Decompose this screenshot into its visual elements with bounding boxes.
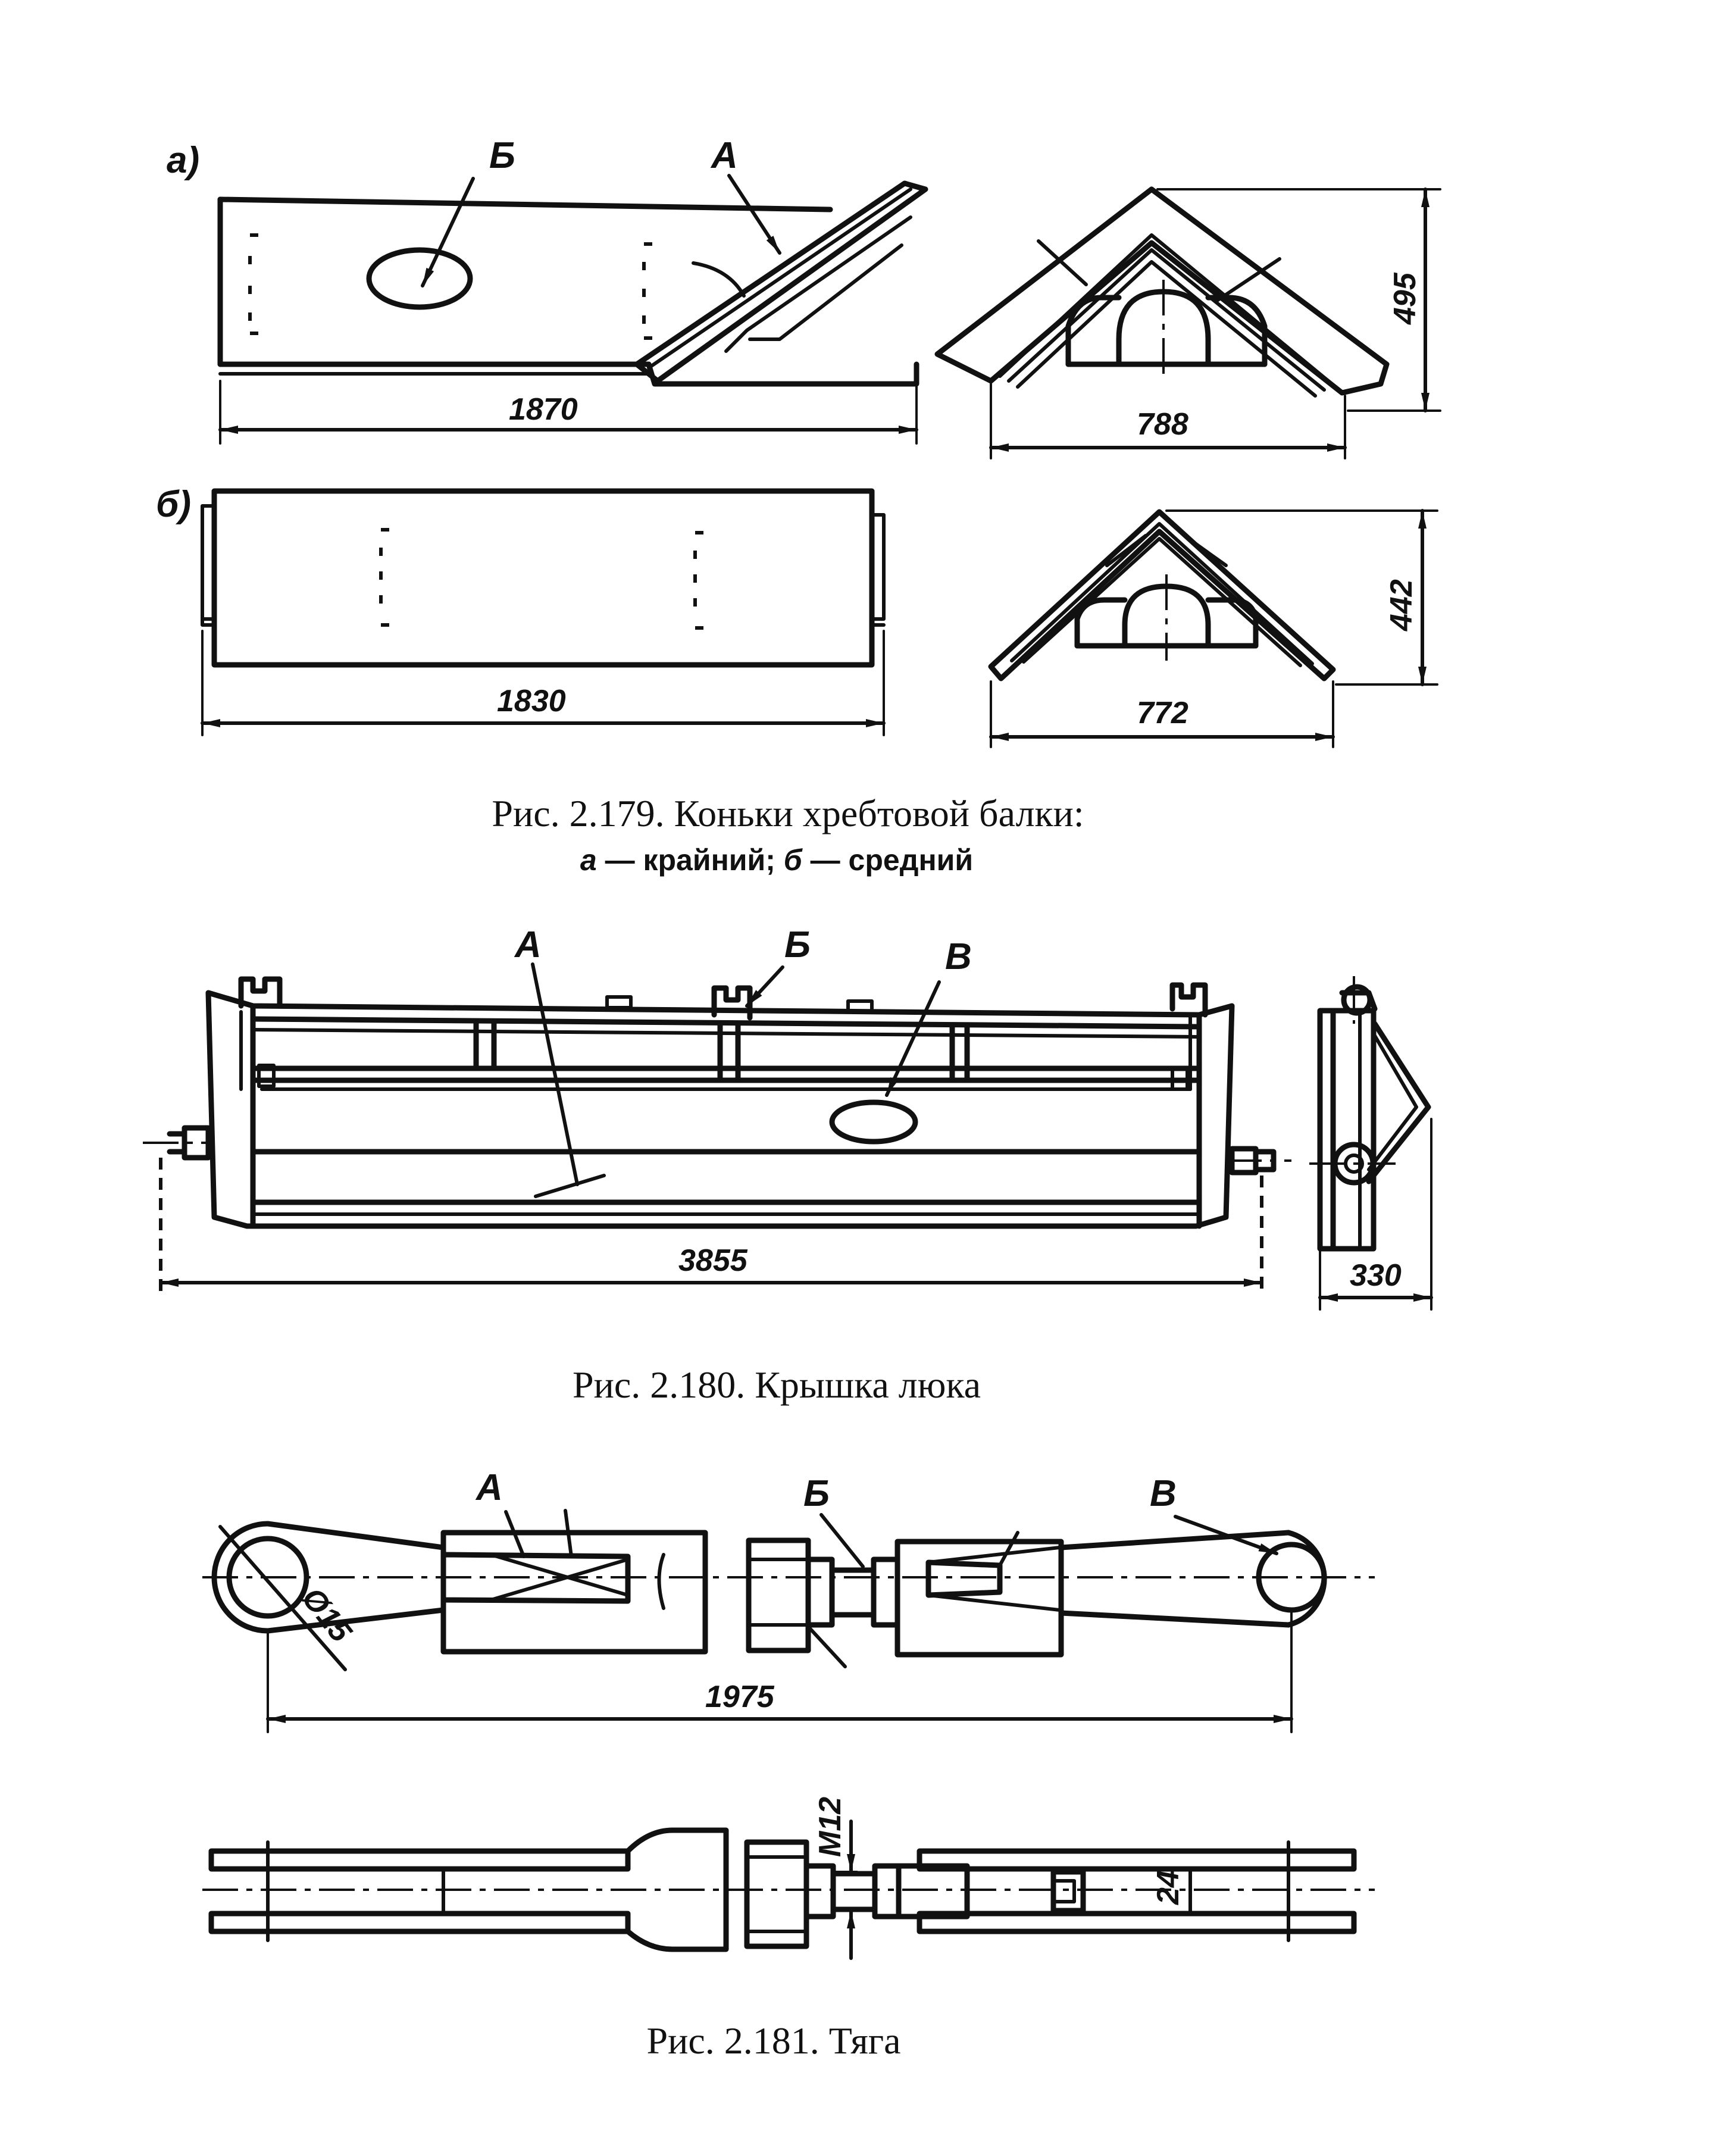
ridge-end-front-view bbox=[934, 186, 1390, 398]
figure-2-181: Ø15 А Б bbox=[202, 1467, 1375, 2062]
caption-2-181: Рис. 2.181. Тяга bbox=[647, 2020, 901, 2062]
dim-a-width: 788 bbox=[1137, 407, 1188, 442]
ridge-middle-front-view bbox=[988, 509, 1336, 682]
dim-cover-length: 3855 bbox=[678, 1243, 748, 1278]
callout-v-label: В bbox=[945, 936, 972, 977]
dim-3855: 3855 bbox=[159, 1158, 1263, 1295]
view-b-label: б) bbox=[156, 484, 191, 525]
callout-a-label-181: А bbox=[475, 1467, 503, 1508]
dim-1830: 1830 bbox=[201, 630, 886, 736]
callout-a-label-180: А bbox=[514, 924, 542, 965]
dim-cover-width: 330 bbox=[1350, 1258, 1402, 1293]
dim-772: 772 bbox=[989, 680, 1335, 748]
bolt-right bbox=[1226, 1146, 1291, 1176]
dim-788: 788 bbox=[989, 383, 1347, 459]
dim-495: 495 bbox=[1156, 187, 1441, 412]
dim-330: 330 bbox=[1318, 1118, 1433, 1311]
subcaption-2-179: а — крайний; б — средний bbox=[580, 843, 973, 877]
figure-2-179: а) Б А bbox=[156, 135, 1441, 877]
rod-top-view: Ø15 А Б bbox=[202, 1467, 1375, 1671]
callout-b-label: Б bbox=[489, 135, 515, 176]
callout-v-label-181: В bbox=[1150, 1473, 1177, 1514]
dim-a-height: 495 bbox=[1388, 272, 1422, 325]
hatch-cover-end-view bbox=[1309, 976, 1431, 1252]
slot-hidden-left bbox=[248, 233, 259, 335]
ridge-middle-side-view bbox=[201, 488, 886, 668]
dim-a-length: 1870 bbox=[509, 392, 578, 427]
eye-left bbox=[226, 1536, 309, 1619]
ridge-end-side-view: Б А bbox=[217, 135, 928, 387]
dim-b-width: 772 bbox=[1137, 696, 1188, 730]
figure-2-180: В Б А 3855 bbox=[143, 924, 1433, 1406]
hole-v bbox=[829, 1099, 918, 1145]
dim-thread: М12 bbox=[813, 1797, 847, 1857]
dim-b-length: 1830 bbox=[497, 684, 566, 718]
hole-b bbox=[366, 247, 473, 310]
dim-gap: 24 bbox=[1151, 1870, 1186, 1905]
caption-2-180: Рис. 2.180. Крышка люка bbox=[573, 1364, 981, 1406]
dim-1870: 1870 bbox=[218, 380, 918, 445]
caption-2-179: Рис. 2.179. Коньки хребтовой балки: bbox=[492, 792, 1084, 834]
rod-side-view: М12 24 bbox=[202, 1797, 1375, 1960]
slot-hidden-right bbox=[642, 242, 653, 340]
dim-b-height: 442 bbox=[1384, 579, 1419, 632]
callout-b-label-180: Б bbox=[784, 924, 811, 965]
dim-1975: 1975 bbox=[266, 1612, 1293, 1733]
bolt-left bbox=[143, 1125, 214, 1161]
hatch-cover-side-view: В Б А bbox=[143, 924, 1291, 1229]
dim-442: 442 bbox=[1165, 509, 1438, 686]
callout-b-label-181: Б bbox=[803, 1473, 830, 1514]
eye-right bbox=[1256, 1542, 1327, 1613]
view-a-label: а) bbox=[167, 140, 199, 181]
callout-a-label: А bbox=[710, 135, 738, 176]
dim-rod-length: 1975 bbox=[705, 1680, 775, 1714]
